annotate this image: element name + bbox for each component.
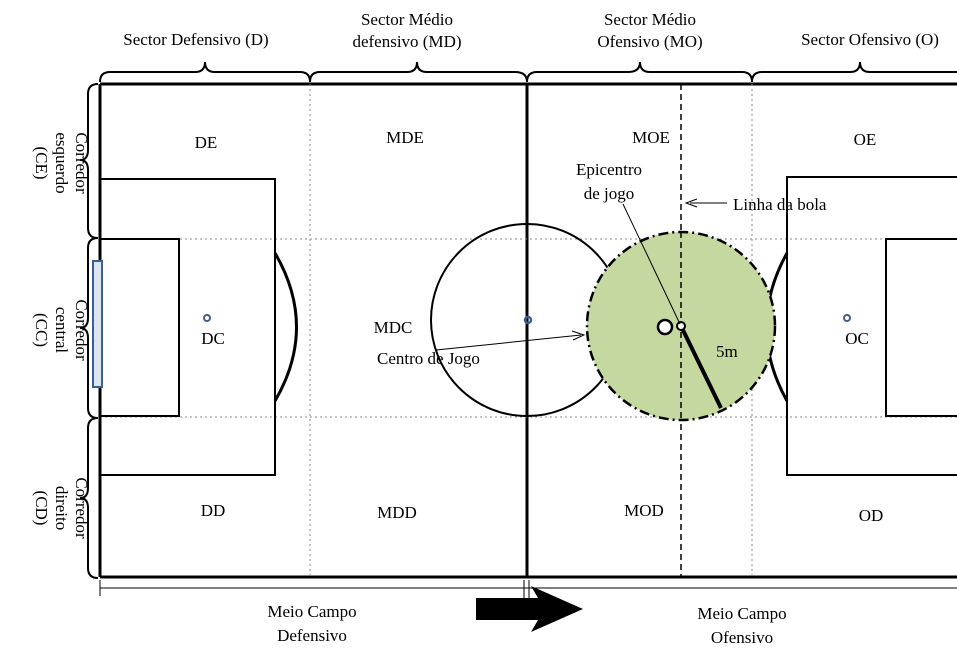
zone-mdc: MDC [374,318,413,337]
centre-spot [523,315,533,325]
radius-label: 5m [716,342,738,361]
attack-direction-arrow [476,586,583,632]
left-penalty-area [99,178,298,476]
ball-line-label: Linha da bola [733,195,827,214]
zone-oe: OE [854,130,877,149]
right-penalty-area [765,176,957,476]
corridor-central-label: Corredorcentral(CC) [32,299,91,361]
ball-marker [656,318,674,336]
corridor-braces [79,83,99,579]
oc-spot [843,314,851,322]
centre-of-play-pointer [435,334,582,351]
zone-od: OD [859,506,884,525]
zone-oc: OC [845,329,869,348]
zone-moe: MOE [632,128,670,147]
dc-spot [203,314,211,322]
halves-bracket [99,580,957,600]
epicentre-pointer [622,203,681,325]
field-lines [98,82,957,579]
corridor-left-label: Corredoresquerdo(CE) [32,132,91,194]
sector-braces [99,61,957,83]
corridor-right-label: Corredordireito(CD) [32,477,91,539]
ball-line-arrowhead [684,198,698,208]
epicentre-marker [676,321,686,331]
zone-mod: MOD [624,501,664,520]
zone-dc: DC [201,329,225,348]
zone-mdd: MDD [377,503,417,522]
left-goal [92,260,103,388]
zone-dd: DD [201,501,226,520]
zone-de: DE [195,133,218,152]
centre-of-play-label: Centro de Jogo [377,349,480,368]
radius-line [679,325,723,409]
centre-of-play-arrowhead [571,330,586,341]
zone-mde: MDE [386,128,424,147]
sector-defensive-label: Sector Defensivo (D) [123,30,268,49]
sector-offensive-label: Sector Ofensivo (O) [801,30,939,49]
